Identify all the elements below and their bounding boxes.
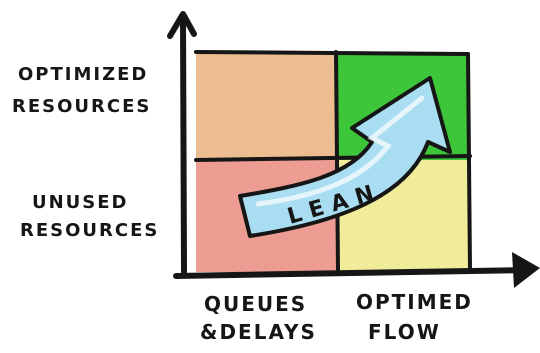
x-right-label-line1: OPTIMED [356, 290, 473, 314]
y-bottom-label-line2: RESOURCES [20, 220, 160, 241]
x-axis-arrowhead [512, 252, 540, 288]
y-bottom-label-line1: UNUSED [32, 192, 129, 213]
y-top-label-line1: OPTIMIZED [18, 64, 149, 85]
grid-lines [194, 50, 472, 272]
x-left-label-line1: QUEUES [204, 292, 308, 316]
x-left-label-line2: &DELAYS [200, 320, 317, 344]
y-top-label-line2: RESOURCES [12, 96, 152, 117]
quadrant-top-left [196, 52, 336, 160]
lean-arrow-highlight [255, 95, 425, 207]
x-right-label-line2: FLOW [368, 320, 441, 344]
y-axis [167, 11, 197, 275]
x-axis [173, 267, 531, 279]
